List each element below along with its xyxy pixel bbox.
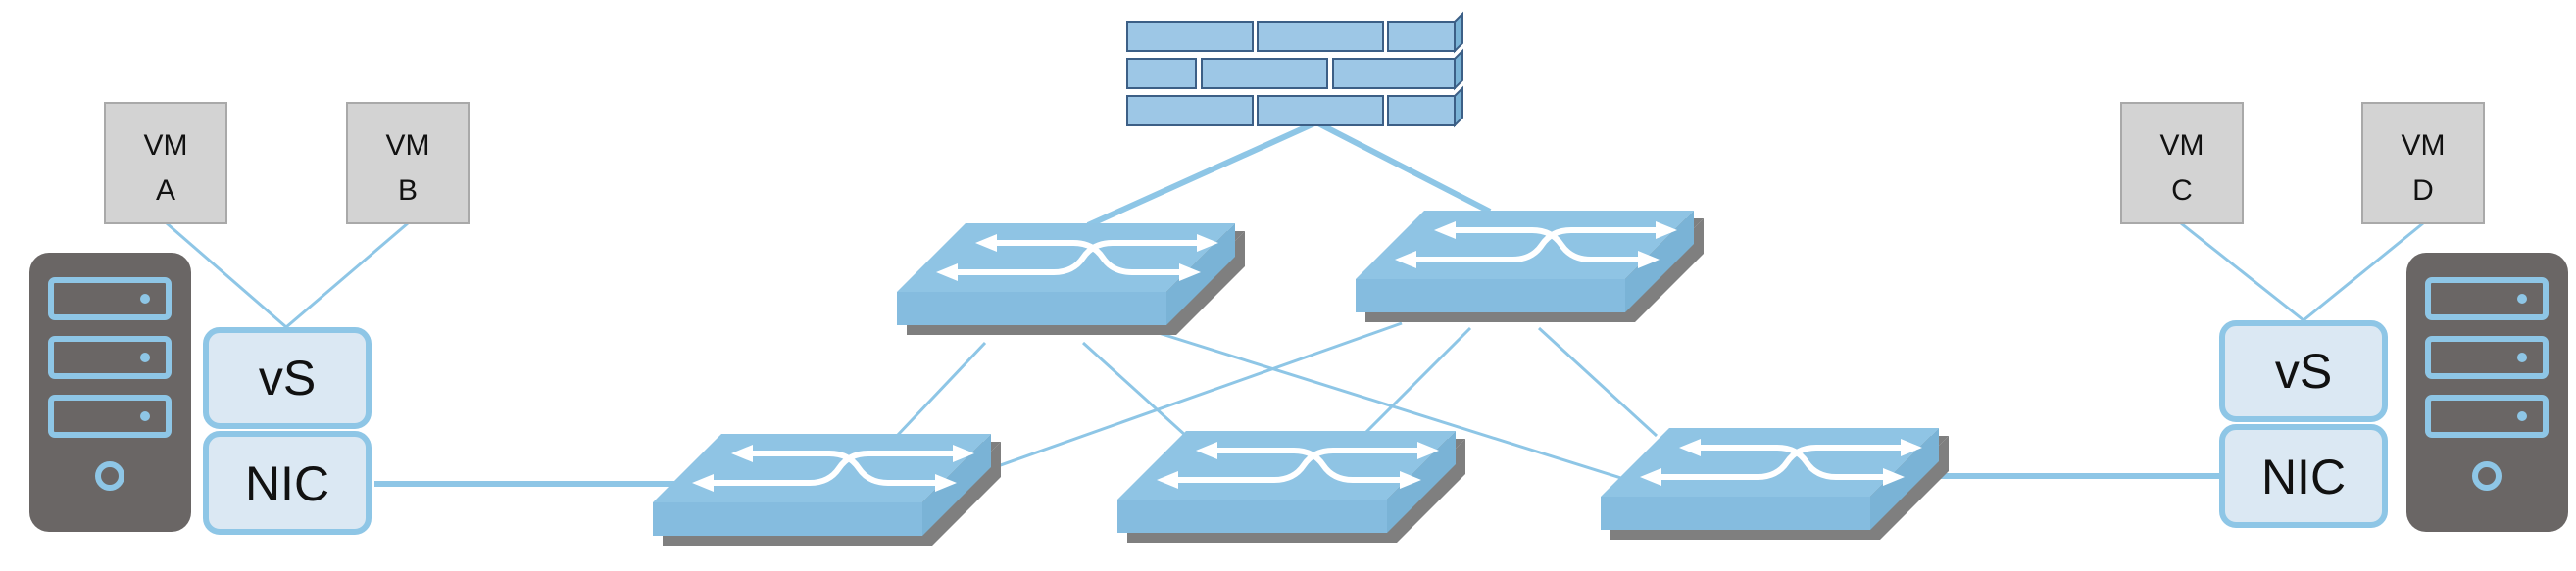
switch-icon	[1117, 431, 1465, 543]
vm-label-line2: B	[398, 174, 418, 207]
link-vmc-vs	[2180, 221, 2304, 322]
link-vma-vs	[166, 221, 287, 329]
link-switch2-switch5	[1537, 326, 1659, 438]
links	[166, 119, 2424, 492]
link-vmd-vs	[2303, 221, 2424, 322]
vswitch-box-left: vS	[203, 327, 372, 429]
link-vmb-vs	[285, 221, 409, 329]
vm-box-a: VM A	[104, 102, 227, 224]
vm-label-line1: VM	[386, 129, 430, 162]
link-switch2-switch3	[930, 321, 1403, 492]
link-firewall-switch-2	[1314, 119, 1492, 214]
link-firewall-switch-1	[1086, 119, 1318, 228]
vm-box-d: VM D	[2361, 102, 2485, 224]
link-switch2-switch4	[1361, 326, 1472, 438]
server-icon	[29, 253, 191, 532]
vswitch-box-right: vS	[2219, 320, 2388, 422]
vm-label-line2: D	[2412, 174, 2434, 207]
server-icon	[2406, 253, 2568, 532]
switch-icon	[897, 223, 1245, 335]
nic-label: NIC	[2261, 450, 2346, 504]
vm-label-line2: C	[2171, 174, 2193, 207]
link-switch1-switch5	[1126, 321, 1628, 482]
vswitch-label: vS	[2275, 344, 2332, 399]
nic-label: NIC	[245, 456, 329, 511]
link-switch1-switch3	[895, 341, 987, 438]
switch-icon	[653, 434, 1001, 546]
vm-label-line2: A	[156, 174, 175, 207]
switch-icon	[1601, 428, 1949, 540]
firewall-icon	[1126, 11, 1463, 128]
vm-box-c: VM C	[2120, 102, 2244, 224]
vswitch-label: vS	[259, 351, 316, 405]
vm-label-line1: VM	[2160, 129, 2204, 162]
switch-icon	[1356, 211, 1704, 322]
vm-label-line1: VM	[2402, 129, 2446, 162]
link-switch1-switch4	[1081, 341, 1188, 438]
vm-box-b: VM B	[346, 102, 470, 224]
vm-label-line1: VM	[144, 129, 188, 162]
nic-box-right: NIC	[2219, 424, 2388, 528]
nic-box-left: NIC	[203, 431, 372, 535]
